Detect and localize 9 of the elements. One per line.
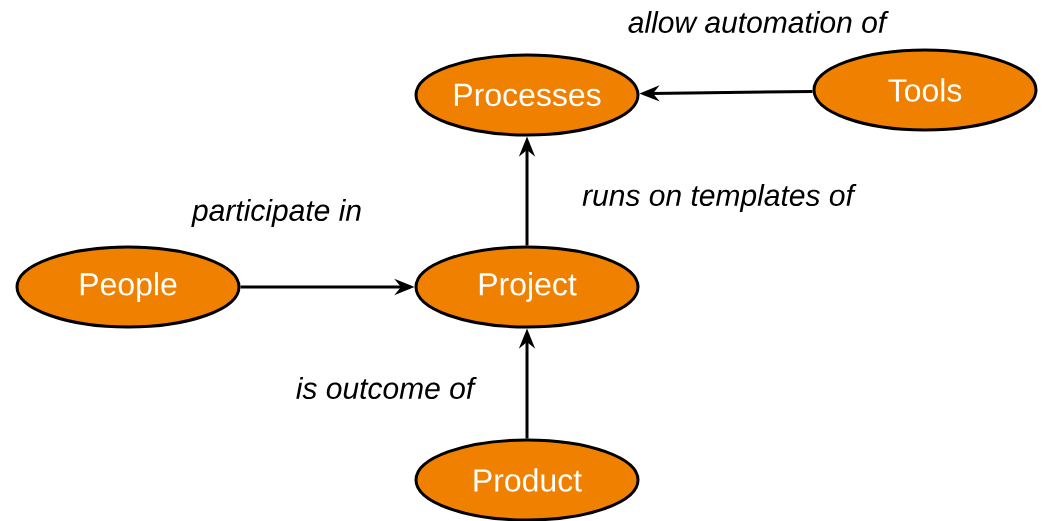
ellipse-node: Processes	[414, 53, 640, 137]
edge-label: runs on templates of	[582, 184, 857, 212]
ellipse-node: Product	[414, 438, 640, 521]
edge-label: participate in	[191, 199, 361, 227]
ellipse-node: Project	[414, 245, 640, 329]
ellipse-node: People	[15, 245, 241, 329]
ellipse-node: Tools	[812, 48, 1038, 132]
edge-label: allow automation of	[628, 11, 889, 33]
edge-label: is outcome of	[296, 377, 477, 399]
